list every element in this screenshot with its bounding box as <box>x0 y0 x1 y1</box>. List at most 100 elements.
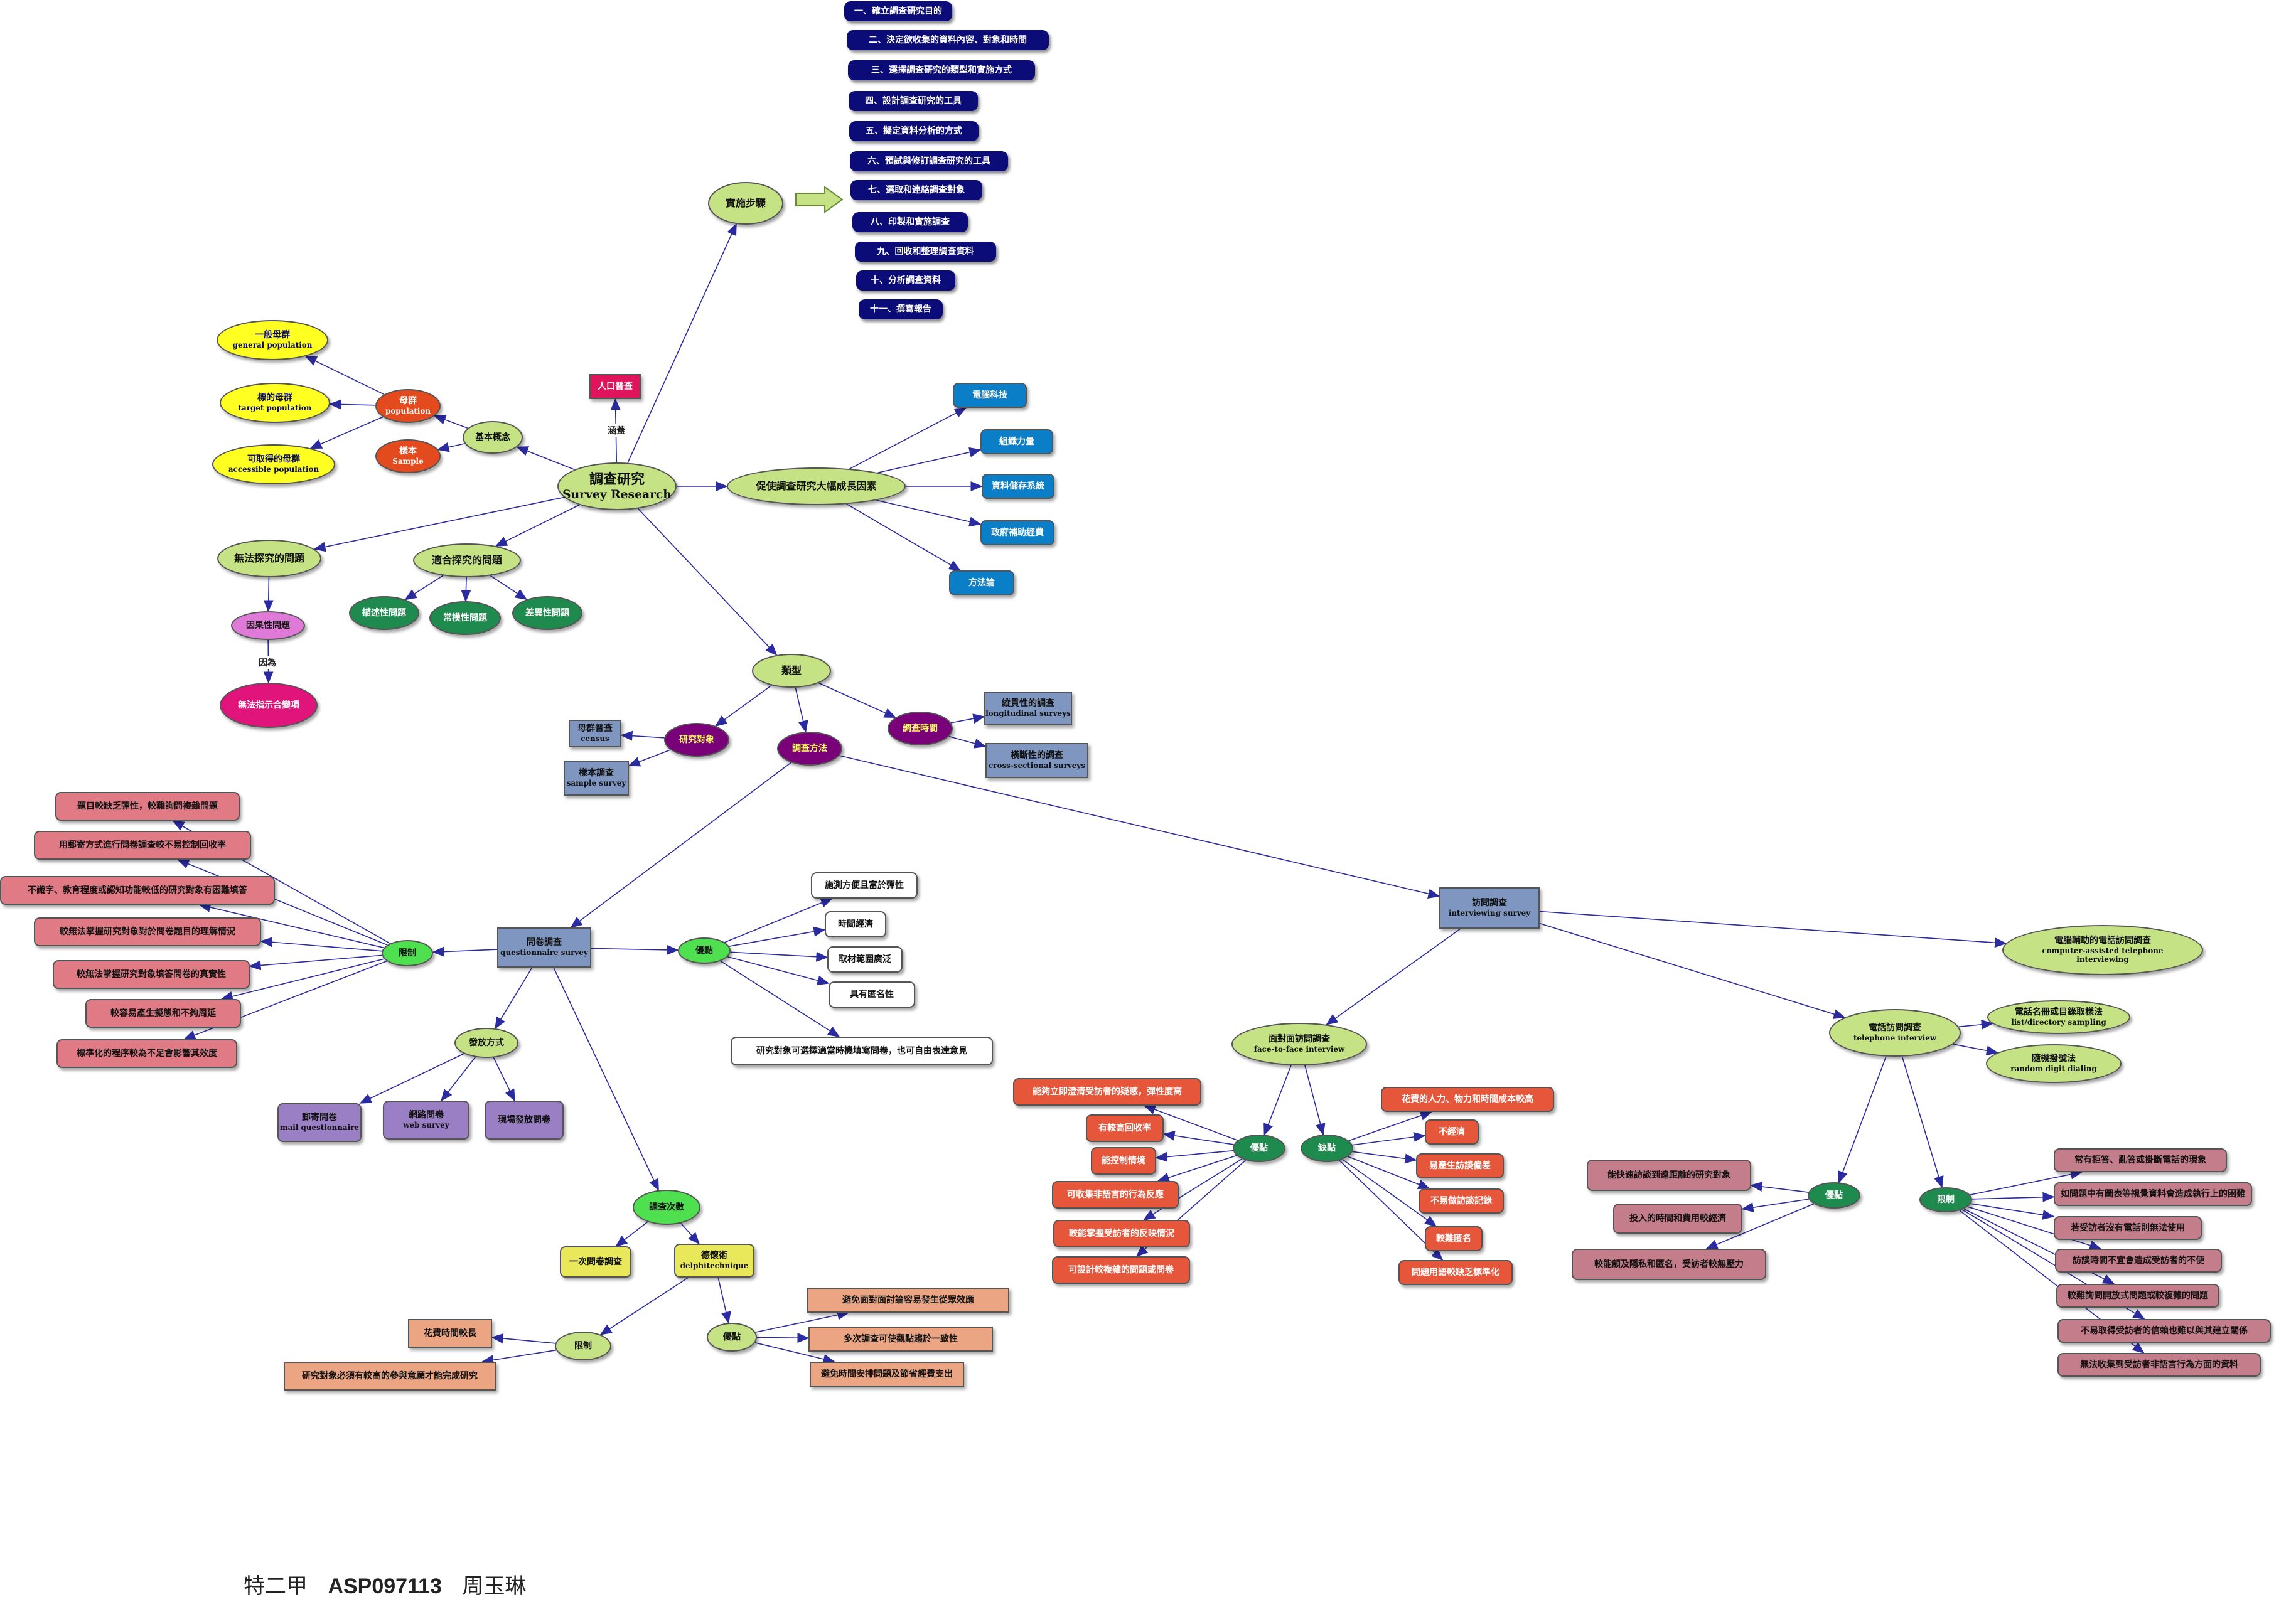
node-text: 若受訪者沒有電話則無法使用 <box>2071 1222 2185 1233</box>
node-fa2: 有較高回收率 <box>1086 1114 1164 1142</box>
node-text: 不識字、教育程度或認知功能較低的研究對象有困難填答 <box>28 885 247 895</box>
edge-method-to-interviewing <box>839 755 1440 899</box>
node-text: 調查時間 <box>903 723 938 734</box>
node-text: 易產生訪談偏差 <box>1429 1160 1491 1171</box>
node-text: target population <box>238 403 312 413</box>
node-text: 不易取得受訪者的信賴也難以與其建立關係 <box>2081 1325 2248 1336</box>
node-text: 母群普查 <box>577 724 613 734</box>
node-text: mail questionnaire <box>280 1123 359 1133</box>
edge-q-limit-to-ql5 <box>249 954 382 971</box>
edge-factors-to-f2 <box>877 447 982 474</box>
node-text: 八、印製和實施調查 <box>871 216 950 227</box>
node-text: census <box>581 734 609 744</box>
node-text: computer-assisted telephone <box>2042 946 2164 956</box>
node-text: 優點 <box>1250 1143 1268 1153</box>
node-causal: 因果性問題 <box>231 611 305 640</box>
node-text: 避免面對面討論容易發生從眾效應 <box>842 1295 974 1305</box>
node-factors: 促使調查研究大幅成長因素 <box>727 467 906 505</box>
node-text: 較能掌握受訪者的反映情況 <box>1069 1228 1174 1239</box>
node-text: accessible population <box>228 465 319 474</box>
edge-times-to-once <box>615 1221 648 1247</box>
node-t-adv: 優點 <box>1808 1182 1860 1209</box>
node-text: 常有拒答、亂答或掛斷電話的現象 <box>2074 1155 2206 1165</box>
node-fd1: 花費的人力、物力和時間成本較高 <box>1381 1087 1554 1112</box>
edge-root-to-types <box>638 508 778 656</box>
node-text: face-to-face interview <box>1253 1045 1345 1054</box>
node-times: 調查次數 <box>633 1190 700 1225</box>
edge-d-limit-to-dl2 <box>481 1349 557 1365</box>
edge-dist-to-mail <box>359 1053 464 1104</box>
node-text: 十、分析調查資料 <box>871 275 941 286</box>
node-text: 適合探究的問題 <box>431 554 502 567</box>
edge-root-to-steps <box>627 223 737 463</box>
node-text: 一、確立調查研究目的 <box>854 6 942 16</box>
edge-t-limit-to-tl1 <box>1970 1169 2083 1195</box>
edge-t-limit-to-tl2 <box>1971 1192 2055 1202</box>
node-f5: 方法論 <box>949 570 1014 595</box>
node-dl2: 研究對象必須有較高的參與意願才能完成研究 <box>284 1362 496 1391</box>
node-text: 能快速訪談到遠距離的研究對象 <box>1607 1170 1730 1180</box>
footer-name: 周玉琳 <box>462 1574 527 1599</box>
edge-q-adv-to-qa1 <box>724 898 833 943</box>
node-once: 一次問卷調查 <box>560 1246 631 1278</box>
node-d-adv: 優點 <box>707 1323 757 1352</box>
edge-f-dis-to-fd3 <box>1352 1151 1417 1164</box>
node-ql5: 較無法掌握研究對象填答問卷的真實性 <box>53 960 250 989</box>
node-method: 調查方法 <box>777 732 842 766</box>
node-text: 常模性問題 <box>443 612 487 623</box>
node-tl4: 訪談時間不宜會造成受訪者的不便 <box>2055 1249 2222 1273</box>
node-text: sample survey <box>566 779 626 788</box>
node-text: 面對面訪問調查 <box>1269 1034 1330 1045</box>
node-text: 描述性問題 <box>362 607 406 618</box>
node-tl1: 常有拒答、亂答或掛斷電話的現象 <box>2054 1148 2227 1172</box>
edge-timing-to-longitudinal <box>950 713 985 724</box>
node-text: 取材範圍廣泛 <box>839 954 891 964</box>
edge-f2f-to-f-adv <box>1263 1065 1292 1136</box>
node-text: 樣本調查 <box>579 768 614 779</box>
node-text: 優點 <box>695 945 713 956</box>
node-text: longitudinal surveys <box>985 709 1071 718</box>
edge-subject-to-census <box>620 730 665 741</box>
node-text: 郵寄問卷 <box>302 1113 337 1123</box>
node-tl5: 較難詢問開放式問題或較複雜的問題 <box>2056 1284 2219 1308</box>
node-qa4: 具有匿名性 <box>829 981 915 1008</box>
edge-unsuit-to-causal <box>263 577 274 612</box>
node-text: 人口普查 <box>598 381 633 392</box>
node-ql7: 標準化的程序較為不足會影響其效度 <box>56 1039 237 1068</box>
node-step6: 六、預試與修訂調查研究的工具 <box>850 151 1008 171</box>
node-text: 六、預試與修訂調查研究的工具 <box>867 156 990 166</box>
edge-q-limit-to-ql2 <box>176 859 388 946</box>
node-da1: 避免面對面討論容易發生從眾效應 <box>807 1288 1009 1313</box>
node-text: 可取得的母群 <box>247 454 300 465</box>
node-tl7: 無法收集到受訪者非語言行為方面的資料 <box>2057 1353 2261 1377</box>
node-text: 具有匿名性 <box>850 989 894 1000</box>
node-f-adv: 優點 <box>1233 1135 1285 1162</box>
node-text: 優點 <box>1825 1190 1843 1200</box>
edge-questionnaire-to-q-adv <box>591 944 679 955</box>
edge-d-adv-to-da2 <box>756 1333 810 1343</box>
edge-d-adv-to-da1 <box>755 1310 850 1333</box>
node-text: 投入的時間和費用較經濟 <box>1629 1213 1726 1224</box>
node-tl6: 不易取得受訪者的信賴也難以與其建立關係 <box>2057 1319 2271 1343</box>
node-text: 一般母群 <box>255 330 290 341</box>
node-step10: 十、分析調查資料 <box>856 270 955 291</box>
node-text: 優點 <box>723 1332 741 1342</box>
edge-f-dis-to-fd2 <box>1352 1131 1426 1146</box>
node-text: 十一、撰寫報告 <box>870 304 931 314</box>
node-text: interviewing <box>2076 955 2129 964</box>
node-onsite: 現場發放問卷 <box>485 1101 564 1140</box>
node-q-adv: 優點 <box>678 937 731 964</box>
node-text: Survey Research <box>562 487 672 501</box>
edge-f-adv-to-fa4 <box>1157 1155 1237 1183</box>
node-dl1: 花費時間較長 <box>408 1319 492 1348</box>
node-text: 研究對象 <box>679 734 714 745</box>
node-steps: 實施步驟 <box>708 182 783 225</box>
node-text: general population <box>232 341 313 350</box>
node-text: 現場發放問卷 <box>498 1114 550 1125</box>
node-fa3: 能控制情境 <box>1091 1147 1156 1175</box>
node-da2: 多次調查可使觀點趨於一致性 <box>808 1327 993 1352</box>
node-text: 橫斷性的調查 <box>1011 750 1063 761</box>
